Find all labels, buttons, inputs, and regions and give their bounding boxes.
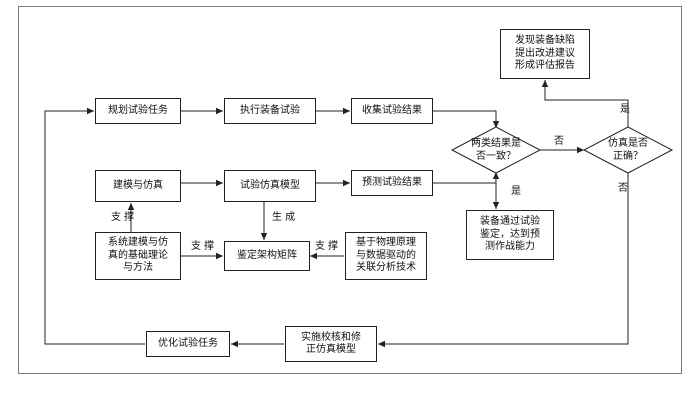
- box-calibrate-correct-model: 实施校核和修 正仿真模型: [285, 326, 377, 362]
- decision-results-consistent: 两类结果是 否一致？: [471, 138, 521, 162]
- label-support-theory-to-modeling: 支 撑: [111, 212, 135, 223]
- box-identification-matrix: 鉴定架构矩阵: [224, 241, 310, 271]
- arrow-predict-to-decision: [433, 172, 500, 184]
- box-physics-data-driven: 基于物理原理 与数据驱动的 关联分析技术: [345, 232, 427, 280]
- label-no-decision1: 否: [554, 136, 564, 147]
- box-find-defects-report: 发现装备缺陷 提出改进建议 形成评估报告: [500, 29, 590, 79]
- box-equipment-passes: 装备通过试验 鉴定，达到预 测作战能力: [466, 210, 554, 260]
- arrow-decision2-no: [378, 172, 629, 348]
- label-support-analysis-to-matrix: 支 撑: [315, 241, 339, 252]
- decision-simulation-correct: 仿真是否 正确？: [608, 138, 648, 162]
- box-system-modeling-theory: 系统建模与仿 真的基础理论 与方法: [95, 232, 181, 280]
- box-optimize-test-task: 优化试验任务: [146, 331, 230, 357]
- decision-diamond-consistent: [450, 126, 542, 174]
- label-support-theory-to-matrix: 支 撑: [191, 241, 215, 252]
- decision-diamond-correct: [582, 126, 674, 174]
- box-collect-test-results: 收集试验结果: [351, 98, 433, 124]
- label-yes-decision2: 是: [620, 104, 630, 115]
- label-yes-decision1: 是: [511, 186, 521, 197]
- label-generate: 生 成: [272, 212, 296, 223]
- arrow-collect-to-decision: [433, 110, 500, 128]
- label-no-decision2: 否: [618, 183, 628, 194]
- diagram-frame: [18, 6, 682, 374]
- box-predict-test-results: 预测试验结果: [351, 170, 433, 196]
- arrow-decision2-yes: [541, 80, 629, 128]
- box-test-simulation-model: 试验仿真模型: [224, 170, 316, 202]
- box-execute-equipment-test: 执行装备试验: [224, 98, 316, 124]
- arrow-optimize-to-plan: [44, 107, 145, 345]
- box-plan-test-task: 规划试验任务: [95, 98, 181, 124]
- box-modeling-simulation: 建模与仿真: [95, 170, 181, 202]
